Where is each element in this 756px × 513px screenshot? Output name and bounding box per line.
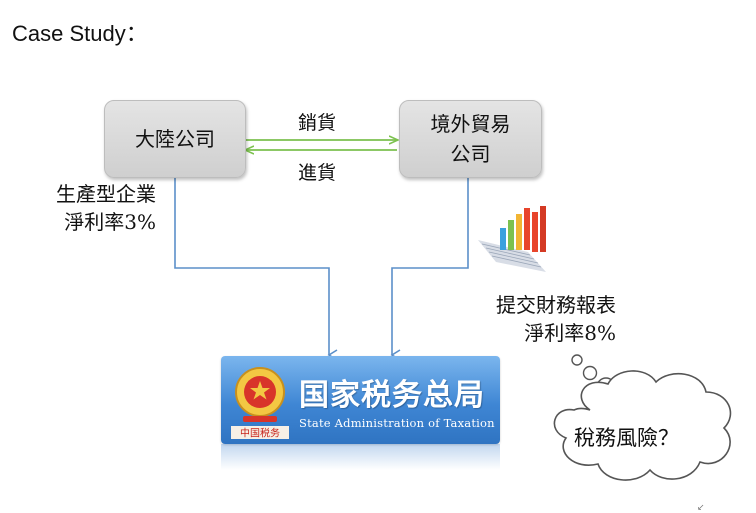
tax-admin-chinese-name: 国家税务总局 [299, 378, 485, 413]
tax-administration-banner: 中国税务 国家税务总局 State Administration of Taxa… [221, 356, 500, 444]
mainland-note-line2: 淨利率3% [64, 210, 156, 234]
offshore-note: 提交財務報表 淨利率8% [438, 291, 616, 347]
national-emblem-icon: 中国税务 [231, 367, 289, 440]
offshore-company-label-line1: 境外貿易 [430, 112, 511, 136]
tax-risk-text: 稅務風險？ [574, 426, 679, 450]
mainland-company-label: 大陸公司 [135, 127, 215, 151]
tax-seal-mark: 中国税务 [231, 426, 289, 440]
mainland-company-box: 大陸公司 [104, 100, 246, 178]
banner-reflection [221, 444, 500, 470]
offshore-trading-company-box: 境外貿易 公司 [399, 100, 542, 178]
tax-admin-english-name: State Administration of Taxation [299, 416, 495, 430]
offshore-note-line1: 提交財務報表 [496, 293, 616, 317]
mainland-note: 生產型企業 淨利率3% [26, 180, 156, 236]
risk-thought-cloud [553, 354, 732, 481]
left-to-tax-connector [174, 178, 338, 361]
mainland-note-line1: 生產型企業 [56, 182, 156, 206]
offshore-company-label-line2: 公司 [450, 142, 491, 166]
right-to-tax-connector [390, 178, 469, 361]
financial-report-icon [478, 206, 546, 272]
page-title: Case Study： [12, 21, 148, 46]
sales-label: 銷貨 [298, 112, 337, 134]
slide-mark: ↙ [697, 503, 705, 513]
offshore-note-line2: 淨利率8% [524, 321, 616, 345]
svg-text:中国税务: 中国税务 [240, 427, 280, 440]
purchase-label: 進貨 [298, 162, 337, 184]
